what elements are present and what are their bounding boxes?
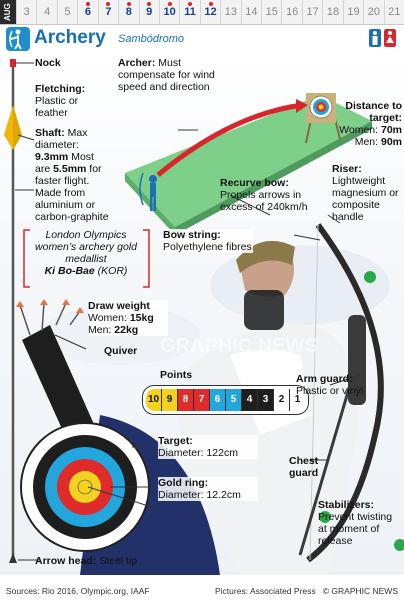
points-value: 2: [273, 389, 289, 411]
illustration-area: Nock Fletching: Plastic or feather Shaft…: [0, 55, 404, 575]
calendar-day: 11: [179, 0, 199, 24]
medalist-caption: London Olympics women’s archery gold med…: [35, 229, 137, 277]
calendar-day: 7: [97, 0, 118, 24]
watermark: GRAPHIC NEWS: [160, 335, 318, 357]
calendar-day: 3: [16, 0, 36, 24]
title-bar: Archery Sambódromo: [0, 25, 404, 53]
copyright-credit: © GRAPHIC NEWS: [322, 586, 398, 596]
fletching-shape: [4, 105, 13, 150]
calendar-day: 9: [138, 0, 159, 24]
medalist-bracket: [23, 229, 150, 288]
stabilizers-label: Stabilizers: Prevent twisting at moment …: [318, 499, 393, 547]
calendar-day: 21: [383, 0, 404, 24]
calendar-month: AUG: [0, 0, 16, 24]
points-value: 7: [193, 389, 209, 411]
calendar-day: 4: [36, 0, 56, 24]
calendar-day: 6: [77, 0, 97, 24]
calendar-day: 20: [363, 0, 383, 24]
calendar-day: 8: [118, 0, 138, 24]
archer-label: Archer: Must compensate for wind speed a…: [118, 57, 215, 93]
gold-ring-label: Gold ring: Diameter: 12.2cm: [158, 477, 258, 501]
recurve-bow-label: Recurve bow: Propels arrows in excess of…: [220, 177, 308, 213]
calendar-day: 14: [240, 0, 261, 24]
quiver-label: Quiver: [104, 345, 138, 357]
leader-lines: [15, 62, 361, 561]
calendar-day: 12: [199, 0, 220, 24]
distance-label: Distance to target: Women: 70m Men: 90m: [339, 100, 402, 148]
points-value: 3: [257, 389, 273, 411]
arrow-head-label: Arrow head: Steel tip: [35, 555, 138, 567]
nock-shape: [10, 59, 16, 67]
bow-string-label: Bow string: Polyethylene fibres: [163, 229, 253, 253]
chest-guard-label: Chest guard: [289, 455, 319, 479]
footer: Sources: Rio 2016, Olympic.org, IAAF Pic…: [0, 582, 404, 600]
points-value: 10: [146, 389, 161, 411]
gender-icons: [369, 29, 396, 47]
page-title: Archery: [34, 27, 106, 48]
points-value: 1: [289, 389, 305, 411]
draw-weight-label: Draw weight Women: 15kg Men: 22kg: [88, 300, 168, 336]
calendar-day: 13: [220, 0, 240, 24]
range-field: [125, 93, 372, 235]
archery-pictogram-icon: [6, 27, 30, 51]
fletching-label: Fletching: Plastic or feather: [35, 83, 86, 119]
calendar-day: 17: [301, 0, 322, 24]
male-icon: [369, 29, 381, 47]
points-value: 8: [177, 389, 193, 411]
calendar-day: 15: [261, 0, 281, 24]
sources-text: Sources: Rio 2016, Olympic.org, IAAF: [6, 586, 150, 596]
shaft-label: Shaft: Max diameter: 9.3mm Most are 5.5m…: [35, 127, 109, 223]
points-value: 6: [209, 389, 225, 411]
nock-label: Nock: [35, 57, 61, 69]
calendar-day: 18: [322, 0, 342, 24]
points-value: 9: [161, 389, 177, 411]
arrow-head-shape: [9, 553, 17, 563]
target-face: [20, 422, 150, 552]
cloud-shape: [210, 245, 390, 325]
points-value: 4: [241, 389, 257, 411]
calendar-day: 5: [56, 0, 77, 24]
calendar-day: 16: [281, 0, 301, 24]
points-title: Points: [160, 369, 193, 381]
riser-label: Riser: Lightweight magnesium or composit…: [332, 163, 399, 223]
arrow-diagram: [4, 59, 22, 563]
pictures-credit: Pictures: Associated Press: [215, 586, 316, 596]
target-label: Target: Diameter: 122cm: [158, 435, 258, 459]
arm-guard-label: Arm guard: Plastic or vinyl: [296, 373, 364, 397]
calendar-day: 19: [342, 0, 363, 24]
calendar-day: 10: [158, 0, 179, 24]
bow-diagram: [298, 223, 404, 563]
points-value: 5: [225, 389, 241, 411]
venue-name: Sambódromo: [118, 33, 185, 45]
female-icon: [384, 29, 396, 47]
